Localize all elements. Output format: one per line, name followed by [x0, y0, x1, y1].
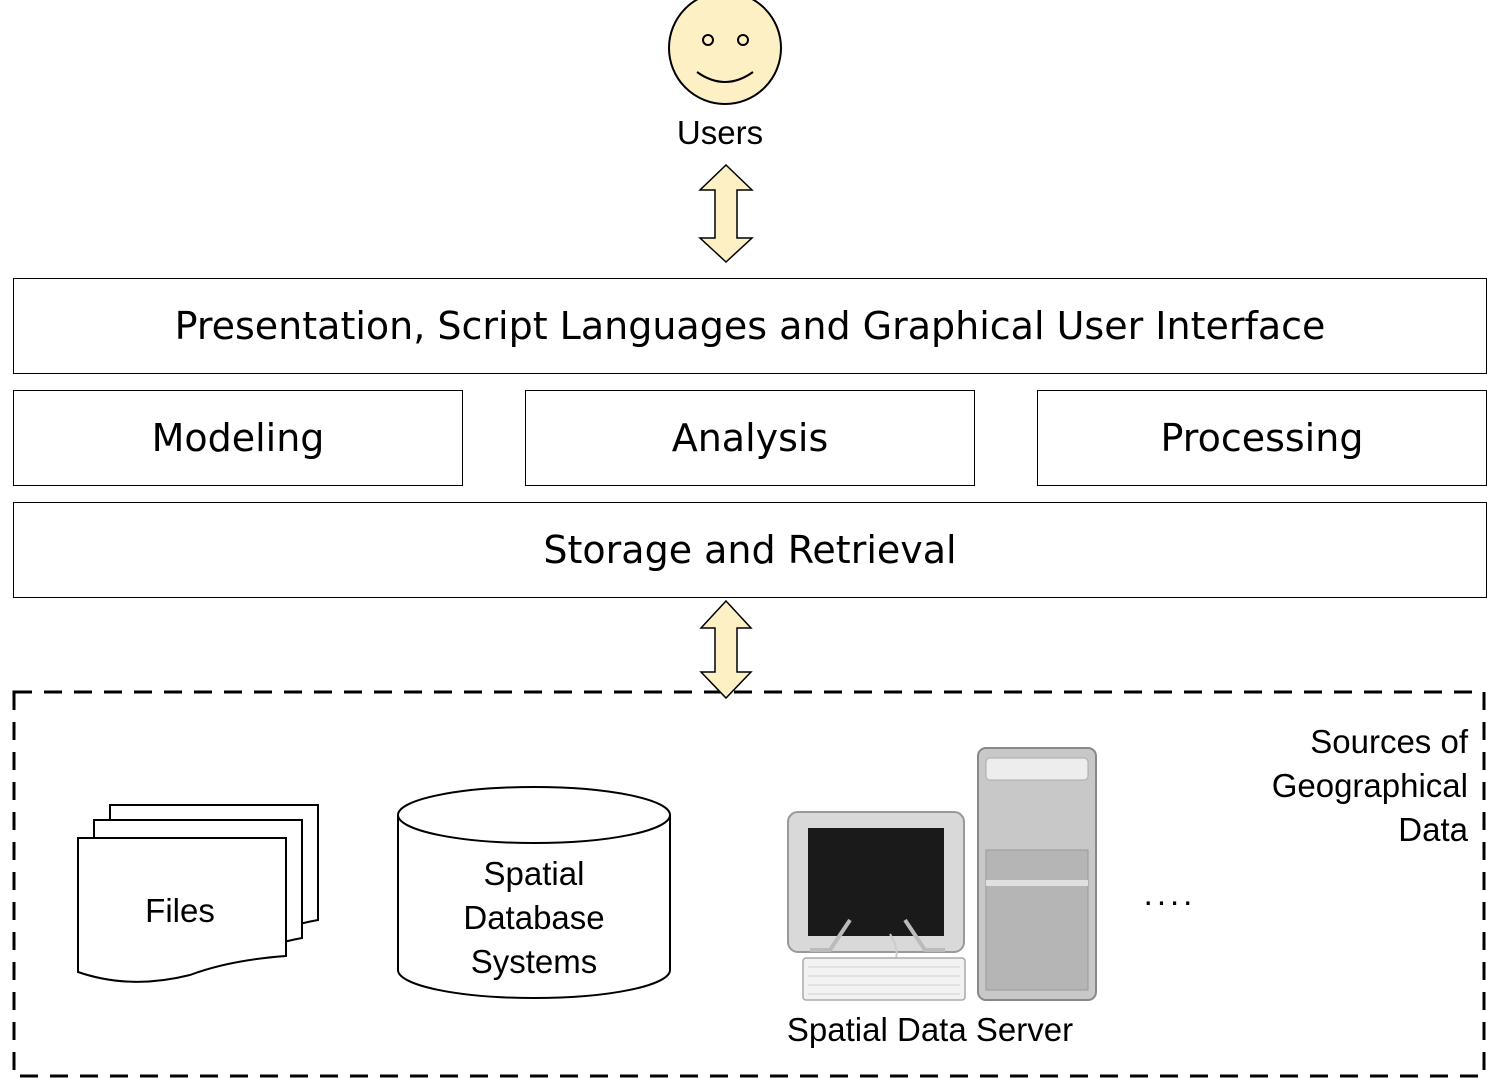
files-label: Files [145, 892, 215, 929]
tower-server-icon [977, 747, 1097, 1001]
analysis-box: Analysis [525, 390, 975, 486]
storage-retrieval-box: Storage and Retrieval [13, 502, 1487, 598]
spatial-data-server-label: Spatial Data Server [786, 1011, 1074, 1048]
database-label: Spatial Database Systems [404, 852, 664, 984]
bidirectional-arrow-top [698, 163, 754, 264]
files-icon [77, 804, 319, 983]
sources-title-line: Geographical [1271, 767, 1468, 804]
sources-title: Sources of Geographical Data [1190, 720, 1468, 852]
presentation-layer-label: Presentation, Script Languages and Graph… [174, 304, 1326, 348]
analysis-label: Analysis [671, 416, 829, 460]
database-label-line: Database [463, 899, 605, 936]
storage-retrieval-label: Storage and Retrieval [543, 528, 957, 572]
modeling-box: Modeling [13, 390, 463, 486]
processing-label: Processing [1160, 416, 1364, 460]
presentation-layer-box: Presentation, Script Languages and Graph… [13, 278, 1487, 374]
computer-monitor-icon [787, 811, 965, 963]
processing-box: Processing [1037, 390, 1487, 486]
database-label-line: Spatial [483, 855, 585, 892]
sources-title-line: Data [1398, 811, 1468, 848]
database-label-line: Systems [470, 943, 598, 980]
bidirectional-arrow-bottom [699, 599, 753, 700]
users-label: Users [676, 114, 764, 151]
modeling-label: Modeling [151, 416, 325, 460]
database-cylinder-icon [397, 786, 671, 999]
sources-container [12, 690, 1486, 1078]
smiley-face-icon [668, 0, 782, 105]
more-sources-ellipsis: .... [1143, 875, 1197, 912]
sources-title-line: Sources of [1310, 723, 1468, 760]
keyboard-icon [802, 957, 966, 1001]
